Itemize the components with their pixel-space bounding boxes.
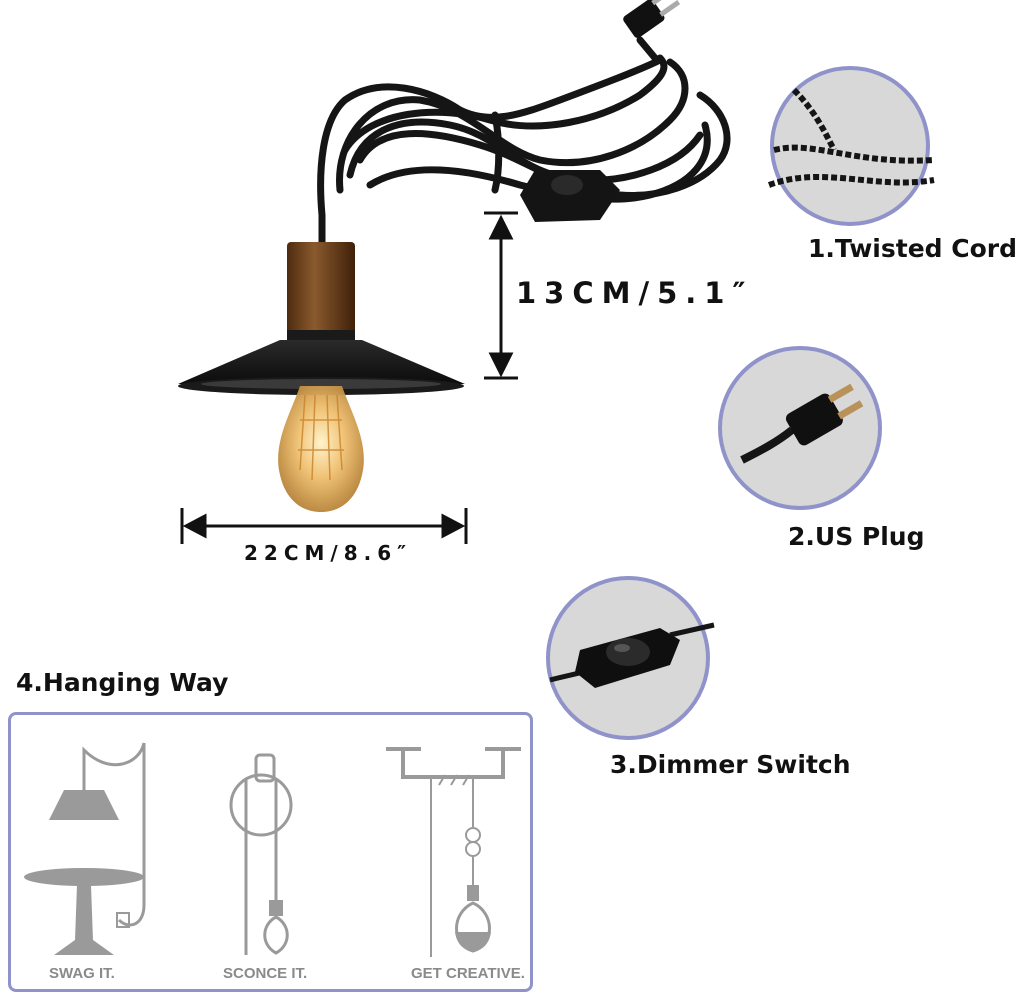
hanging-way-title: 4.Hanging Way (16, 668, 229, 697)
sconce-it-icon (229, 753, 293, 955)
caption-get-creative: GET CREATIVE. (411, 965, 525, 982)
hanging-way-panel: SWAG IT. SCONCE IT. GET CREATIVE. (8, 712, 533, 992)
get-creative-icon (386, 747, 521, 957)
swag-it-icon (24, 742, 146, 955)
plug-top (623, 0, 681, 38)
dimmer-on-cord (520, 170, 620, 222)
caption-sconce-it: SCONCE IT. (223, 965, 308, 982)
height-dimension-label: 13CM/5.1″ (516, 276, 754, 310)
caption-swag-it: SWAG IT. (49, 965, 115, 982)
feature-label-twisted-cord: 1.Twisted Cord (808, 234, 1017, 263)
us-plug-icon (740, 383, 864, 464)
us-plug-detail (718, 346, 882, 510)
dimmer-switch-detail (546, 576, 715, 740)
twisted-cord-icon (767, 87, 935, 188)
feature-label-dimmer-switch: 3.Dimmer Switch (610, 750, 851, 779)
width-dimension-label: 22CM/8.6″ (244, 541, 413, 565)
twisted-cord-detail (767, 66, 935, 226)
dimmer-switch-icon (549, 622, 715, 688)
lamp-product-image (178, 0, 731, 544)
feature-label-us-plug: 2.US Plug (788, 522, 925, 551)
